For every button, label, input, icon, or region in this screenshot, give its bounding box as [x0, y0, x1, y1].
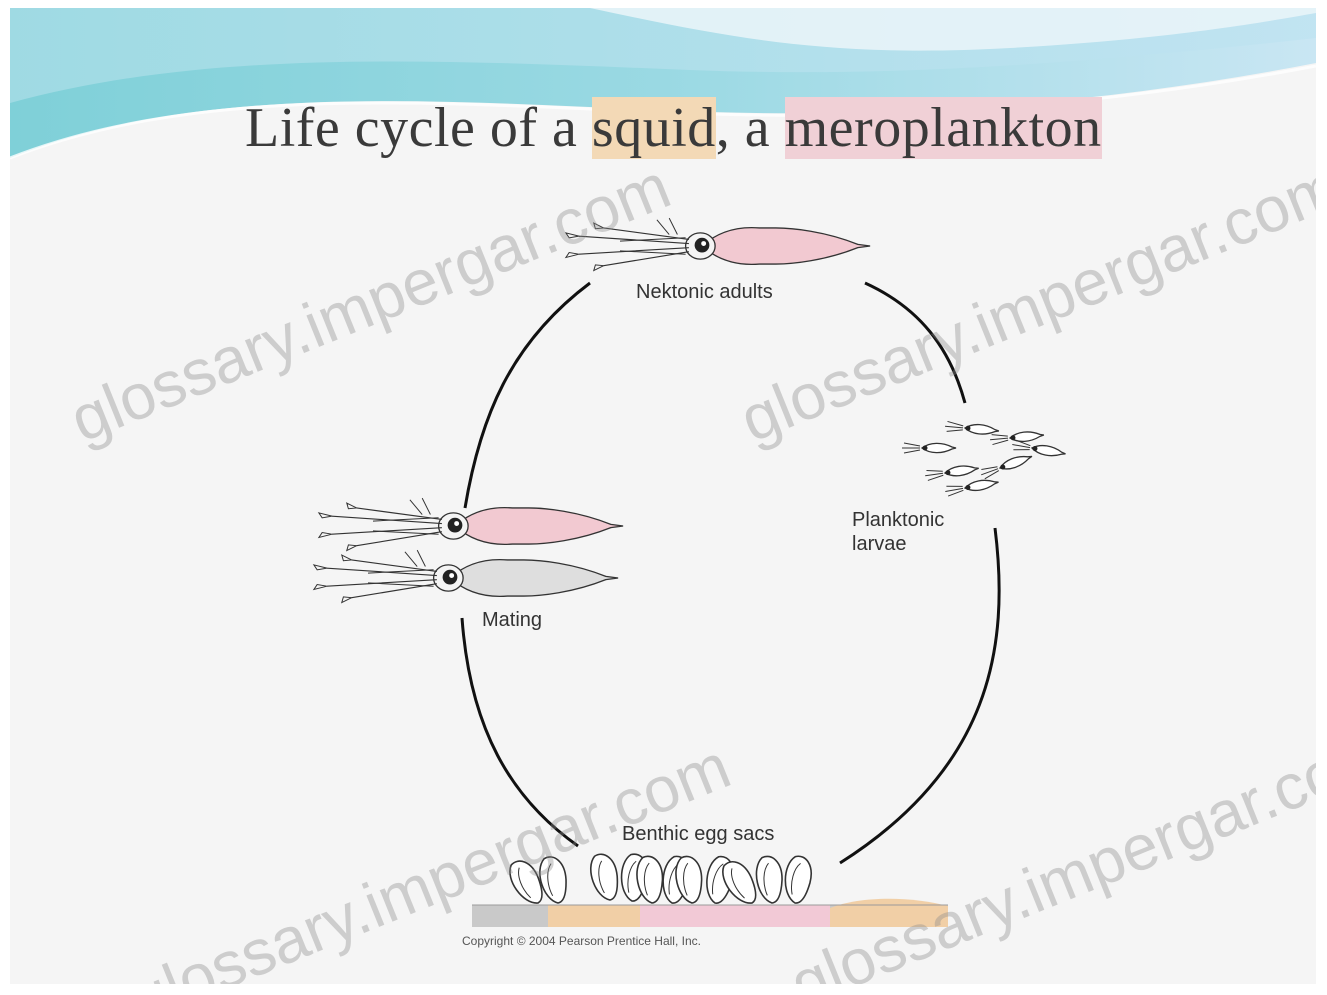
- egg-sac-illustrations: [504, 852, 813, 910]
- label-planktonic-line2: larvae: [852, 532, 944, 556]
- label-mating: Mating: [482, 608, 542, 632]
- copyright-notice: Copyright © 2004 Pearson Prentice Hall, …: [462, 934, 701, 948]
- squid-adult-illustration: [566, 218, 870, 270]
- slide: Life cycle of a squid, a meroplankton: [10, 8, 1316, 984]
- label-planktonic-larvae: Planktonic larvae: [852, 508, 944, 556]
- label-benthic-egg-sacs: Benthic egg sacs: [622, 822, 774, 846]
- planktonic-larvae-illustration: [902, 421, 1066, 496]
- squid-mating-illustrations: [314, 498, 623, 602]
- seafloor-strip: [472, 899, 948, 927]
- label-nektonic-adults: Nektonic adults: [636, 280, 773, 304]
- label-planktonic-line1: Planktonic: [852, 508, 944, 532]
